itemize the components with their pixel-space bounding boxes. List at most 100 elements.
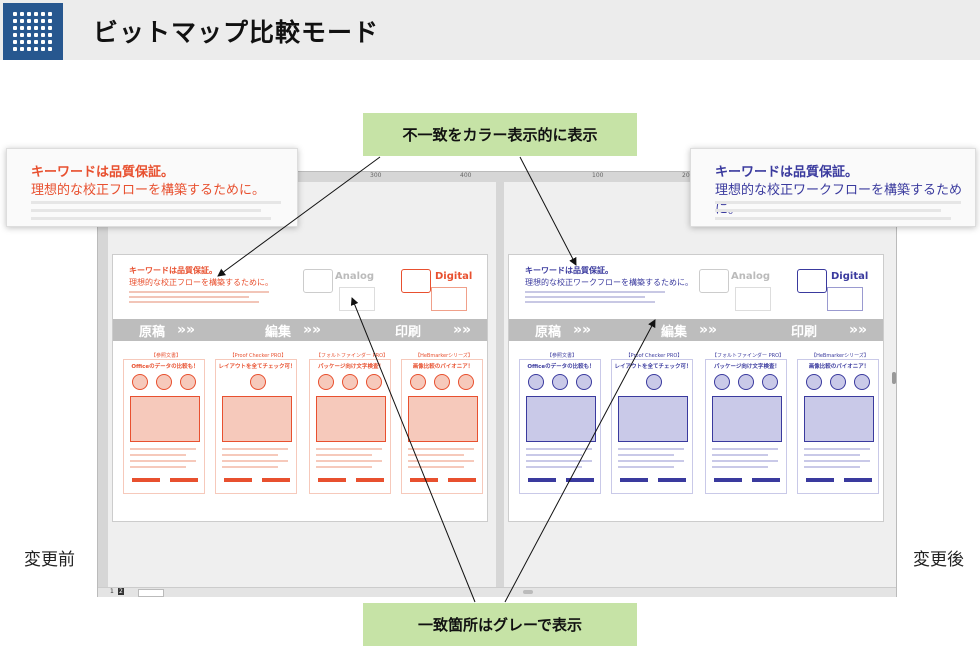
footer-badge (752, 478, 780, 482)
ruler-mark: 300 (370, 172, 382, 179)
body-text-line (526, 454, 582, 456)
logo-dot (34, 40, 38, 44)
computer-icon (401, 269, 431, 293)
product-card: 【フォルトファインダー PRO】パッケージ向け文字検査！ (309, 353, 391, 494)
logo-dot (13, 26, 17, 30)
footer-badge (806, 478, 834, 482)
zoom-heading-1: キーワードは品質保証。 (31, 165, 175, 180)
chevron-right-icon: »» (177, 322, 196, 338)
screenshot-thumbnail (618, 396, 688, 442)
product-badge-icon (318, 374, 334, 390)
body-text-line (408, 460, 474, 462)
product-badge-icon (250, 374, 266, 390)
logo-dot (20, 33, 24, 37)
top-ruler: 300 400 100 200 (98, 172, 896, 182)
printer-icon (303, 269, 333, 293)
product-badge-icon (132, 374, 148, 390)
product-card: 【参照文書】Officeのデータの比較も！ (123, 353, 205, 494)
stage-label: 編集 (265, 324, 292, 340)
printer-icon (699, 269, 729, 293)
product-badge-icon (806, 374, 822, 390)
body-text-line (618, 448, 684, 450)
chevron-right-icon: »» (303, 322, 322, 338)
product-card: 【参照文書】Officeのデータの比較も！ (519, 353, 601, 494)
body-text-line (130, 460, 196, 462)
arrow-to-before-diff (217, 156, 381, 277)
logo-dot (48, 19, 52, 23)
analog-label: Analog (335, 271, 375, 282)
card-heading: 画像比較のパイオニア！ (412, 364, 474, 370)
body-text-line (712, 460, 778, 462)
product-card: 【HeBmarkerシリーズ】画像比較のパイオニア！ (797, 353, 879, 494)
logo-dot (41, 26, 45, 30)
card-heading: パッケージ向け文字検査！ (318, 364, 384, 370)
horizontal-scrollbar[interactable] (523, 590, 533, 594)
vertical-scrollbar[interactable] (892, 372, 896, 384)
logo-dot (20, 19, 24, 23)
footer-badge (620, 478, 648, 482)
body-text-line (316, 460, 382, 462)
zoom-heading-1: キーワードは品質保証。 (715, 165, 859, 180)
after-page: キーワードは品質保証。 理想的な校正ワークフローを構築するために。 Analog… (508, 254, 884, 522)
product-card: 【フォルトファインダー PRO】パッケージ向け文字検査！ (705, 353, 787, 494)
card-heading: パッケージ向け文字検査！ (714, 364, 780, 370)
zoom-field[interactable] (138, 589, 164, 597)
card-heading: レイアウトを全てチェック可！ (218, 364, 296, 370)
logo-dot (48, 40, 52, 44)
after-label: 変更後 (913, 550, 964, 570)
grid-logo-icon (3, 3, 63, 60)
callout-match: 一致箇所はグレーで表示 (363, 603, 637, 646)
product-badge-icon (714, 374, 730, 390)
product-badge-icon (156, 374, 172, 390)
product-badge-icon (458, 374, 474, 390)
status-bar: 1 2 (98, 587, 896, 597)
document-icon (827, 287, 863, 311)
card-tag: 【Proof Checker PRO】 (229, 353, 287, 359)
body-text-line (712, 466, 768, 468)
footer-badge (224, 478, 252, 482)
logo-dot (27, 26, 31, 30)
product-badge-icon (738, 374, 754, 390)
chevron-right-icon: »» (453, 322, 472, 338)
body-text-line (316, 454, 372, 456)
footer-badge (714, 478, 742, 482)
logo-dot (13, 19, 17, 23)
logo-dot (27, 12, 31, 16)
logo-dot (20, 12, 24, 16)
screenshot-thumbnail (408, 396, 478, 442)
screenshot-thumbnail (130, 396, 200, 442)
screenshot-thumbnail (712, 396, 782, 442)
product-card: 【HeBmarkerシリーズ】画像比較のパイオニア！ (401, 353, 483, 494)
product-badge-icon (762, 374, 778, 390)
body-text-line (130, 448, 196, 450)
body-text-line (408, 448, 474, 450)
body-text-line (715, 217, 951, 220)
body-text-line (222, 448, 288, 450)
stage-label: 編集 (661, 324, 688, 340)
logo-dot (41, 40, 45, 44)
page-number-1[interactable]: 1 (110, 588, 114, 595)
product-badge-icon (576, 374, 592, 390)
page-number-2[interactable]: 2 (118, 588, 124, 595)
body-text-line (525, 291, 665, 293)
body-text-line (31, 217, 271, 220)
logo-dot (34, 47, 38, 51)
stage-label: 原稿 (535, 324, 562, 340)
arrow-to-after-diff (519, 156, 577, 266)
card-tag: 【参照文書】 (546, 353, 577, 359)
body-text-line (130, 454, 186, 456)
product-badge-icon (434, 374, 450, 390)
logo-dot (41, 12, 45, 16)
product-card: 【Proof Checker PRO】レイアウトを全てチェック可！ (611, 353, 693, 494)
card-heading: レイアウトを全てチェック可！ (614, 364, 692, 370)
footer-badge (262, 478, 290, 482)
body-text-line (408, 454, 464, 456)
screenshot-thumbnail (526, 396, 596, 442)
product-badge-icon (854, 374, 870, 390)
body-text-line (408, 466, 464, 468)
chevron-right-icon: »» (699, 322, 718, 338)
card-tag: 【参照文書】 (150, 353, 181, 359)
body-text-line (222, 466, 278, 468)
computer-icon (797, 269, 827, 293)
footer-badge (356, 478, 384, 482)
